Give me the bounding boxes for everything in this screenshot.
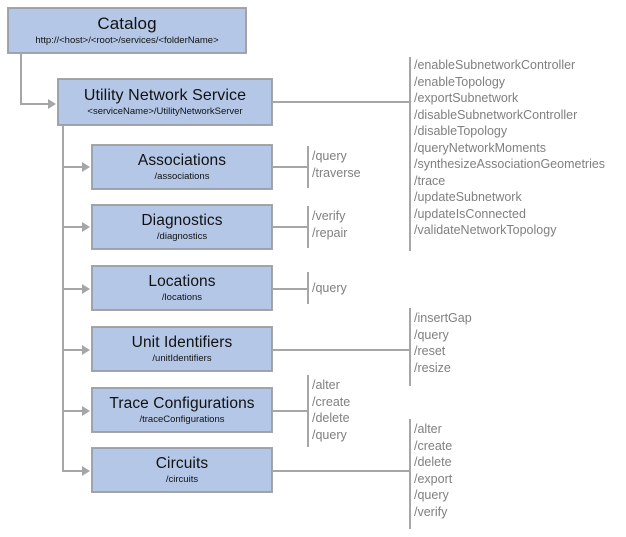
ops-list-unit-identifiers: /insertGap /query /reset /resize <box>414 310 472 376</box>
ops-list-service: /enableSubnetworkController /enableTopol… <box>414 57 605 239</box>
ops-list-associations: /query /traverse <box>312 148 361 181</box>
arrow-catalog-to-service <box>48 99 56 109</box>
connector-locations-ops <box>272 288 308 290</box>
node-circuits-title: Circuits <box>155 454 209 472</box>
node-utility-network-service-title: Utility Network Service <box>83 86 247 104</box>
node-trace-configurations[interactable]: Trace Configurations /traceConfiguration… <box>92 388 272 432</box>
op-item[interactable]: /verify <box>414 504 448 519</box>
op-item[interactable]: /query <box>414 327 449 342</box>
ops-list-circuits: /alter /create /delete /export /query /v… <box>414 421 452 520</box>
op-item[interactable]: /traverse <box>312 165 361 180</box>
op-item[interactable]: /delete <box>414 455 452 469</box>
connector-branch-associations <box>62 166 84 168</box>
connector-branch-circuits <box>62 470 84 472</box>
arrow-to-associations <box>82 162 90 172</box>
op-item[interactable]: /alter <box>312 378 340 392</box>
connector-trace-configurations-ops <box>272 410 308 412</box>
op-item[interactable]: /disableSubnetworkController <box>414 107 578 122</box>
op-item[interactable]: /query <box>312 149 347 163</box>
op-item[interactable]: /repair <box>312 225 348 240</box>
connector-service-trunk <box>62 125 64 470</box>
op-item[interactable]: /export <box>414 471 453 486</box>
arrow-to-locations <box>82 284 90 294</box>
connector-branch-trace-configurations <box>62 410 84 412</box>
op-item[interactable]: /alter <box>414 422 442 436</box>
ops-list-diagnostics: /verify /repair <box>312 208 347 241</box>
bracket-trace-configurations-ops <box>307 375 309 447</box>
node-associations-title: Associations <box>137 151 227 169</box>
bracket-service-ops <box>409 57 411 251</box>
node-circuits[interactable]: Circuits /circuits <box>92 448 272 492</box>
node-locations-path: /locations <box>161 291 203 303</box>
op-item[interactable]: /updateSubnetwork <box>414 190 522 204</box>
op-item[interactable]: /disableTopology <box>414 124 508 138</box>
node-catalog-path: http://<host>/<root>/services/<folderNam… <box>35 35 219 46</box>
connector-branch-diagnostics <box>62 226 84 228</box>
node-diagnostics-title: Diagnostics <box>141 211 223 229</box>
op-item[interactable]: /trace <box>414 173 446 188</box>
node-locations-title: Locations <box>148 272 216 290</box>
ops-list-trace-configurations: /alter /create /delete /query <box>312 377 350 443</box>
node-trace-configurations-title: Trace Configurations <box>109 394 255 412</box>
op-item[interactable]: /query <box>312 427 347 442</box>
node-locations[interactable]: Locations /locations <box>92 266 272 310</box>
op-item[interactable]: /create <box>312 394 351 409</box>
arrow-to-unit-identifiers <box>82 345 90 355</box>
node-associations-path: /associations <box>154 170 210 182</box>
op-item[interactable]: /create <box>414 438 453 453</box>
op-item[interactable]: /resize <box>414 360 451 375</box>
op-item[interactable]: /reset <box>414 344 446 358</box>
bracket-circuits-ops <box>409 419 411 529</box>
op-item[interactable]: /delete <box>312 411 350 425</box>
connector-branch-locations <box>62 288 84 290</box>
op-item[interactable]: /queryNetworkMoments <box>414 140 546 155</box>
connector-unit-identifiers-ops <box>272 349 410 351</box>
connector-circuits-ops <box>272 470 410 472</box>
node-catalog-title: Catalog <box>97 14 157 33</box>
op-item[interactable]: /synthesizeAssociationGeometries <box>414 157 606 171</box>
connector-branch-unit-identifiers <box>62 349 84 351</box>
connector-catalog-down <box>20 53 22 105</box>
bracket-associations-ops <box>307 146 309 188</box>
node-trace-configurations-path: /traceConfigurations <box>139 413 225 425</box>
connector-service-ops <box>272 101 410 103</box>
bracket-diagnostics-ops <box>307 206 309 248</box>
op-item[interactable]: /verify <box>312 209 346 223</box>
node-unit-identifiers-title: Unit Identifiers <box>131 333 233 351</box>
bracket-locations-ops <box>307 272 309 304</box>
connector-diagnostics-ops <box>272 226 308 228</box>
op-item[interactable]: /validateNetworkTopology <box>414 223 557 237</box>
op-item[interactable]: /query <box>414 488 449 502</box>
node-diagnostics[interactable]: Diagnostics /diagnostics <box>92 205 272 249</box>
node-catalog[interactable]: Catalog http://<host>/<root>/services/<f… <box>8 8 246 53</box>
arrow-to-trace-configurations <box>82 406 90 416</box>
arrow-to-circuits <box>82 466 90 476</box>
arrow-to-diagnostics <box>82 222 90 232</box>
node-utility-network-service[interactable]: Utility Network Service <serviceName>/Ut… <box>58 79 272 125</box>
op-item[interactable]: /updateIsConnected <box>414 206 526 221</box>
node-diagnostics-path: /diagnostics <box>156 230 208 242</box>
op-item[interactable]: /insertGap <box>414 311 472 325</box>
node-unit-identifiers[interactable]: Unit Identifiers /unitIdentifiers <box>92 327 272 371</box>
op-item[interactable]: /exportSubnetwork <box>414 91 519 105</box>
op-item[interactable]: /query <box>312 281 347 295</box>
node-circuits-path: /circuits <box>165 473 199 485</box>
ops-list-locations: /query <box>312 280 347 297</box>
bracket-unit-identifiers-ops <box>409 308 411 386</box>
node-associations[interactable]: Associations /associations <box>92 145 272 189</box>
op-item[interactable]: /enableSubnetworkController <box>414 58 576 72</box>
connector-catalog-right <box>20 103 50 105</box>
op-item[interactable]: /enableTopology <box>414 74 506 89</box>
node-unit-identifiers-path: /unitIdentifiers <box>152 352 212 364</box>
node-utility-network-service-path: <serviceName>/UtilityNetworkServer <box>87 105 243 117</box>
connector-associations-ops <box>272 166 308 168</box>
